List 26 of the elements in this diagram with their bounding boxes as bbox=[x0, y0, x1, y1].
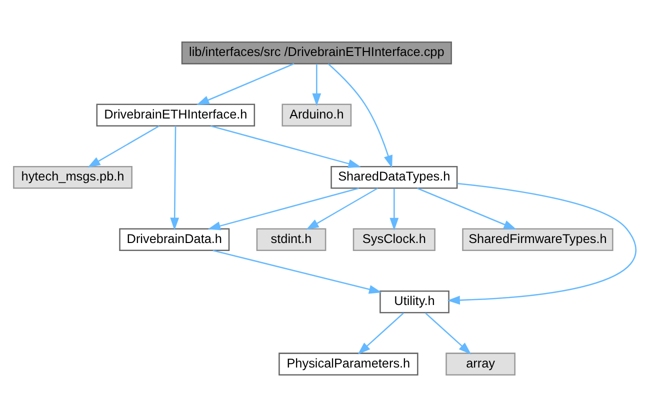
node-box: lib/interfaces/src /DrivebrainETHInterface.cpp bbox=[181, 41, 452, 64]
arrow bbox=[416, 188, 516, 230]
node-box: SharedDataTypes.h bbox=[330, 166, 458, 189]
arrow bbox=[328, 63, 392, 168]
arrow bbox=[170, 126, 180, 230]
node-box: hytech_msgs.pb.h bbox=[13, 166, 132, 189]
node-box: PhysicalParameters.h bbox=[278, 352, 418, 376]
arrow bbox=[210, 125, 361, 168]
arrow bbox=[390, 188, 399, 231]
arrow bbox=[208, 188, 360, 230]
arrow bbox=[358, 312, 404, 354]
arrow bbox=[306, 188, 378, 230]
arrow bbox=[196, 63, 294, 106]
node-box: stdint.h bbox=[256, 228, 326, 252]
arrow bbox=[447, 182, 636, 305]
arrow bbox=[424, 312, 472, 354]
node-box: Utility.h bbox=[380, 290, 450, 314]
node-box: SharedFirmwareTypes.h bbox=[462, 228, 614, 252]
arrow bbox=[88, 125, 160, 168]
node-box: array bbox=[446, 352, 516, 376]
node-box: DrivebrainETHInterface.h bbox=[96, 104, 256, 127]
node-box: SysClock.h bbox=[352, 228, 436, 252]
arrow bbox=[212, 250, 382, 294]
arrow bbox=[312, 64, 322, 106]
node-box: DrivebrainData.h bbox=[119, 228, 230, 252]
node-box: Arduino.h bbox=[282, 104, 352, 127]
